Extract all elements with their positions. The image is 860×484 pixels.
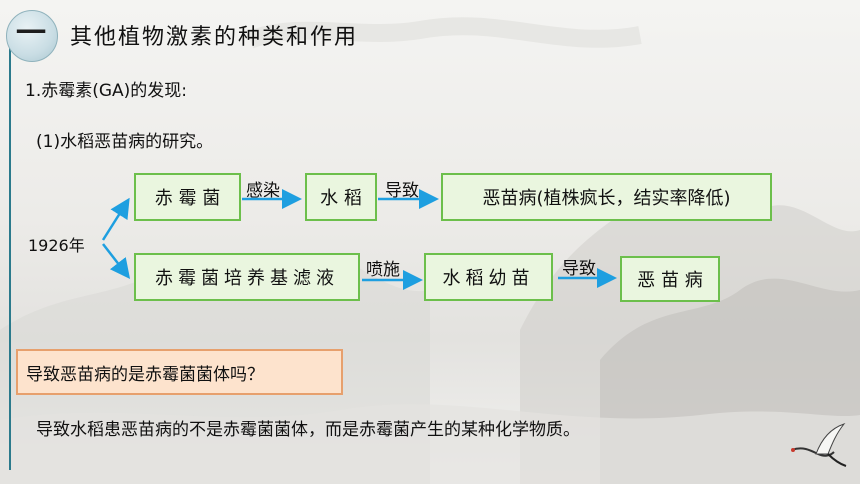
year-label: 1926年 [28,236,85,255]
question-box: 导致恶苗病的是赤霉菌菌体吗？ [16,349,343,395]
section-heading: 1.赤霉素(GA)的发现: [25,81,188,101]
branch-arrow-down [102,243,131,279]
row1-arrow1-label: 感染 [246,181,280,201]
page-title: 其他植物激素的种类和作用 [70,25,359,50]
row1-box-disease: 恶苗病(植株疯长，结实率降低) [441,173,772,221]
section-subheading: (1)水稻恶苗病的研究。 [36,132,214,152]
answer-text: 导致水稻患恶苗病的不是赤霉菌菌体，而是赤霉菌产生的某种化学物质。 [36,420,580,440]
row2-box-seedling: 水稻幼苗 [424,253,553,301]
crane-icon [791,422,847,467]
title-badge [6,10,58,62]
row1-arrow2-label: 导致 [385,181,419,201]
branch-arrow-up [101,197,130,241]
row2-box-filtrate: 赤霉菌培养基滤液 [134,253,360,301]
row2-box-disease: 恶 苗 病 [620,256,720,302]
row2-arrow1-label: 喷施 [366,260,400,280]
row1-box-rice: 水 稻 [305,173,377,221]
row2-arrow2-label: 导致 [562,259,596,279]
left-frame-line [9,40,11,470]
title-number: 一 [16,16,46,51]
row1-box-gibberella: 赤 霉 菌 [134,173,241,221]
